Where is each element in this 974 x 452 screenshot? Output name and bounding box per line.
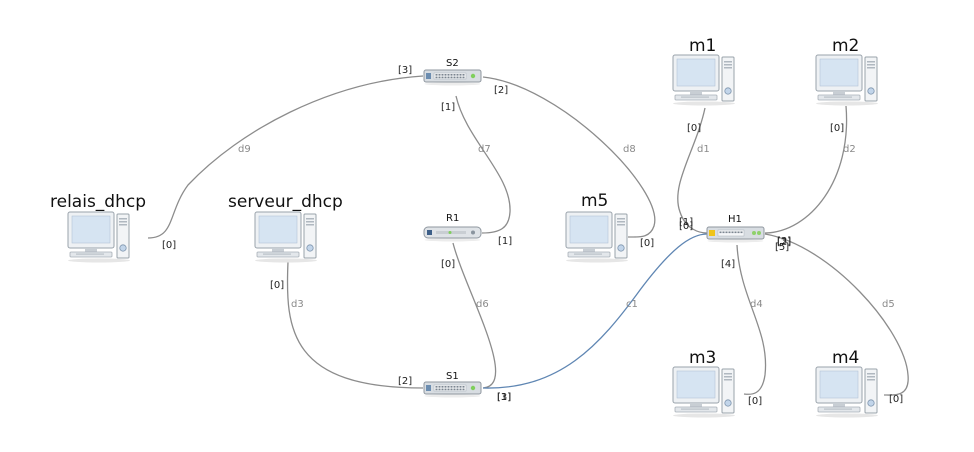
port-r1-0: [0] bbox=[441, 259, 455, 270]
port-s2-2: [2] bbox=[494, 85, 508, 96]
host-m2[interactable]: m2 [0] bbox=[815, 36, 879, 134]
link-d2[interactable] bbox=[764, 105, 848, 234]
host-label-m2: m2 bbox=[832, 36, 859, 56]
computer-icon bbox=[672, 54, 736, 106]
host-label-relais-dhcp: relais_dhcp bbox=[50, 192, 146, 212]
link-name-d3: d3 bbox=[291, 299, 304, 310]
link-d4[interactable] bbox=[736, 244, 767, 395]
link-d5[interactable] bbox=[764, 233, 909, 396]
port-relais-dhcp-0: [0] bbox=[162, 240, 176, 251]
link-name-c1: c1 bbox=[626, 299, 638, 310]
port-m1-0: [0] bbox=[687, 123, 701, 134]
device-label-s2: S2 bbox=[446, 58, 459, 69]
port-s2-3: [3] bbox=[398, 65, 412, 76]
link-name-d7: d7 bbox=[478, 144, 491, 155]
switch-s2[interactable]: S2 [3] [1] [2] bbox=[398, 58, 508, 113]
host-m4[interactable]: m4 [0] bbox=[815, 348, 903, 418]
hub-icon bbox=[706, 226, 765, 243]
link-name-d6: d6 bbox=[476, 299, 489, 310]
computer-icon bbox=[815, 366, 879, 418]
link-name-d9: d9 bbox=[238, 144, 251, 155]
port-h1-3: [3] bbox=[777, 236, 791, 247]
port-h1-0: [0] bbox=[679, 221, 693, 232]
computer-icon bbox=[565, 211, 629, 263]
link-d9[interactable] bbox=[147, 75, 424, 239]
port-s2-1: [1] bbox=[441, 102, 455, 113]
host-label-m5: m5 bbox=[581, 191, 608, 211]
link-d8[interactable] bbox=[482, 76, 656, 238]
port-s1-3: [3] bbox=[497, 392, 511, 403]
computer-icon bbox=[67, 211, 131, 263]
host-serveur-dhcp[interactable]: serveur_dhcp [0] bbox=[228, 192, 343, 291]
port-m2-0: [0] bbox=[830, 123, 844, 134]
link-name-d5: d5 bbox=[882, 299, 895, 310]
switch-icon bbox=[423, 381, 482, 398]
link-d6[interactable] bbox=[452, 242, 497, 389]
host-label-m3: m3 bbox=[689, 348, 716, 368]
host-label-serveur-dhcp: serveur_dhcp bbox=[228, 192, 343, 212]
port-h1-4: [4] bbox=[721, 259, 735, 270]
computer-icon bbox=[815, 54, 879, 106]
computer-icon bbox=[254, 211, 318, 263]
switch-icon bbox=[423, 69, 482, 86]
host-label-m1: m1 bbox=[689, 36, 716, 56]
links-layer bbox=[147, 75, 909, 396]
link-d3[interactable] bbox=[286, 261, 424, 389]
switch-s1[interactable]: S1 [2] [1] [3] bbox=[398, 371, 511, 403]
port-m4-0: [0] bbox=[889, 394, 903, 405]
link-name-d1: d1 bbox=[697, 144, 710, 155]
port-h1-5: [5] bbox=[775, 242, 789, 253]
host-label-m4: m4 bbox=[832, 348, 859, 368]
port-m3-0: [0] bbox=[748, 396, 762, 407]
router-icon bbox=[423, 226, 482, 242]
computer-icon bbox=[672, 366, 736, 418]
hub-h1[interactable]: H1 [1] [0] [3] [2] [5] [4] bbox=[679, 214, 791, 270]
port-r1-1: [1] bbox=[498, 236, 512, 247]
router-r1[interactable]: R1 [1] [0] bbox=[423, 213, 512, 270]
link-d1[interactable] bbox=[677, 107, 708, 234]
link-name-d8: d8 bbox=[623, 144, 636, 155]
device-label-h1: H1 bbox=[728, 214, 742, 225]
link-name-d4: d4 bbox=[750, 299, 763, 310]
host-m5[interactable]: m5 [0] bbox=[565, 191, 654, 263]
device-label-r1: R1 bbox=[446, 213, 459, 224]
device-label-s1: S1 bbox=[446, 371, 459, 382]
port-s1-1: [1] bbox=[497, 392, 511, 403]
port-serveur-dhcp-0: [0] bbox=[270, 280, 284, 291]
host-m1[interactable]: m1 [0] bbox=[672, 36, 736, 134]
host-m3[interactable]: m3 [0] bbox=[672, 348, 762, 418]
port-h1-1: [1] bbox=[679, 217, 693, 228]
link-names: d9 d7 d8 d1 d2 d3 d6 c1 d4 d5 bbox=[238, 144, 895, 310]
link-c1[interactable] bbox=[482, 233, 708, 389]
port-h1-2: [2] bbox=[777, 237, 791, 248]
port-s1-2: [2] bbox=[398, 376, 412, 387]
port-m5-0: [0] bbox=[640, 238, 654, 249]
link-name-d2: d2 bbox=[843, 144, 856, 155]
link-d7[interactable] bbox=[455, 95, 511, 234]
host-relais-dhcp[interactable]: relais_dhcp [0] bbox=[50, 192, 176, 263]
